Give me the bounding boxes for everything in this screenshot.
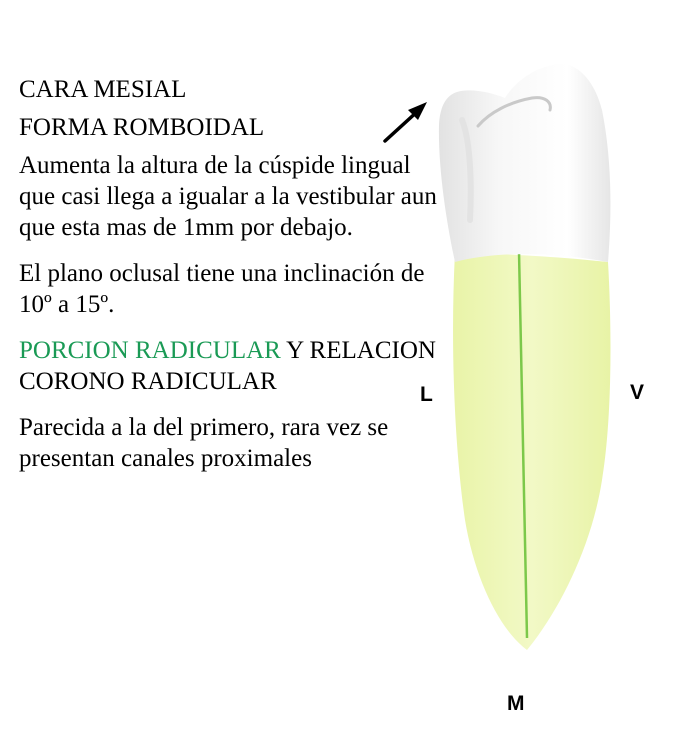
arrow-icon: [383, 102, 427, 143]
paragraph-occlusal-plane: El plano oclusal tiene una inclinación d…: [19, 260, 425, 318]
section-heading: PORCION RADICULAR Y RELACION CORONO RADI…: [19, 335, 439, 397]
label-vestibular: V: [630, 381, 645, 404]
root-axis-line: [517, 251, 529, 639]
section-heading-highlight: PORCION RADICULAR: [19, 337, 281, 364]
tooth-root: [453, 252, 611, 650]
description-text: CARA MESIAL FORMA ROMBOIDAL Aumenta la a…: [19, 74, 439, 489]
cusp-shadow: [459, 117, 474, 223]
title: CARA MESIAL: [19, 76, 187, 103]
paragraph-root: Parecida a la del primero, rara vez se p…: [19, 414, 389, 472]
paragraph-crown-height: Aumenta la altura de la cúspide lingual …: [19, 152, 437, 241]
section-heading-rest: Y RELACION CORONO RADICULAR: [19, 337, 436, 395]
label-lingual: L: [420, 383, 433, 406]
subtitle: FORMA ROMBOIDAL: [19, 114, 265, 141]
tooth-crown: [438, 63, 611, 263]
cusp-groove: [476, 96, 552, 128]
label-mesial: M: [507, 692, 525, 715]
